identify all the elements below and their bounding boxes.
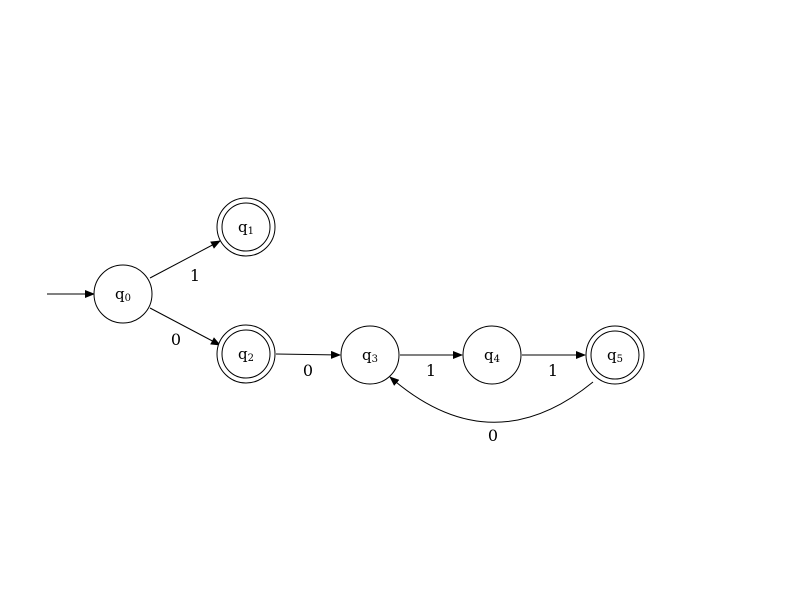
- state-label-q5: q5: [607, 346, 623, 365]
- edge-label-q3-q4: 1: [426, 361, 436, 380]
- edge-label-q0-q2: 0: [171, 330, 181, 349]
- edge-q5-q3: [389, 376, 594, 423]
- state-q2: q2: [216, 324, 276, 384]
- edge-label-q4-q5: 1: [548, 361, 558, 380]
- state-label-q1: q1: [238, 218, 254, 237]
- state-label-q3: q3: [362, 346, 378, 365]
- state-label-q4: q4: [484, 346, 500, 365]
- state-q1: q1: [216, 197, 276, 257]
- state-q4: q4: [462, 325, 522, 385]
- state-label-q0: q0: [115, 285, 131, 304]
- edge-label-q0-q1: 1: [190, 266, 200, 285]
- state-q0: q0: [93, 264, 153, 324]
- edge-q2-q3: [275, 350, 341, 359]
- state-q5: q5: [585, 325, 645, 385]
- state-q3: q3: [340, 325, 400, 385]
- edge-label-q2-q3: 0: [303, 361, 313, 380]
- edge-q0-q2: [149, 307, 221, 346]
- state-label-q2: q2: [238, 345, 254, 364]
- edge-label-q5-q3: 0: [488, 426, 498, 445]
- edge-q0-q1: [149, 240, 221, 279]
